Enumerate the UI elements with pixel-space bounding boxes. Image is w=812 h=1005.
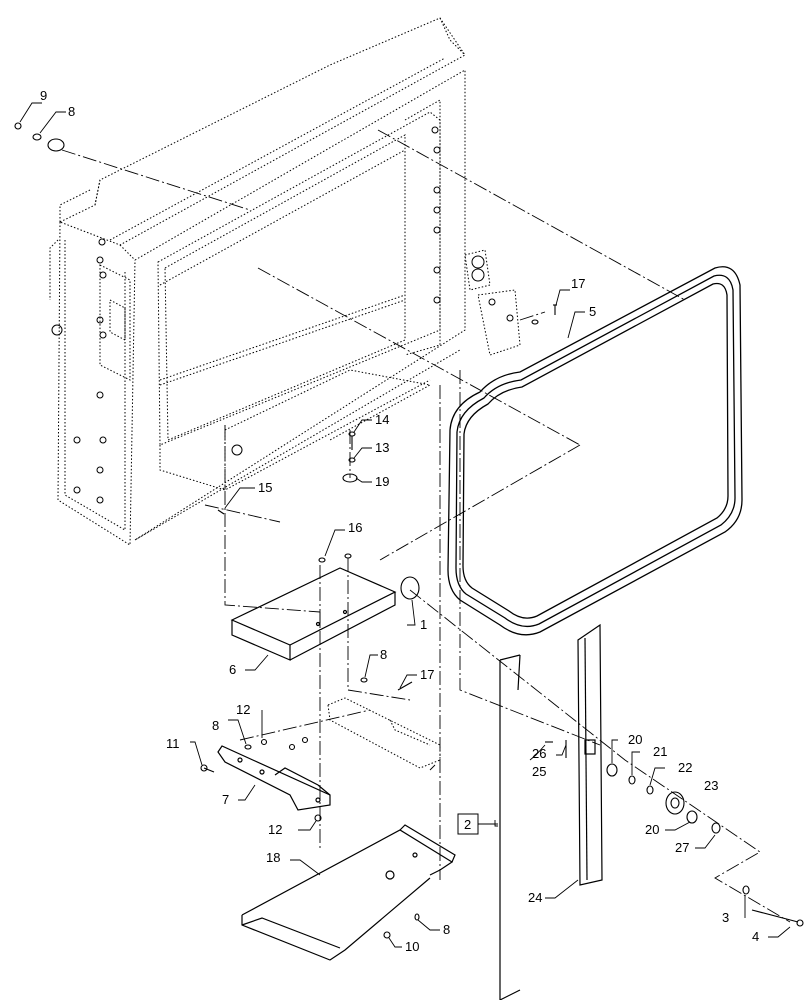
callout-4: 4 [752, 929, 759, 944]
callout-1: 1 [420, 617, 427, 632]
housing-frame [49, 17, 521, 546]
callout-5: 5 [589, 304, 596, 319]
lower-tray [241, 824, 456, 961]
callout-20: 20 [645, 822, 659, 837]
callout-16: 16 [348, 520, 362, 535]
callout-20: 20 [628, 732, 642, 747]
callout-2: 2 [464, 817, 471, 832]
callout-13: 13 [375, 440, 389, 455]
callout-3: 3 [722, 910, 729, 925]
callout-15: 15 [258, 480, 272, 495]
callout-7: 7 [222, 792, 229, 807]
callout-10: 10 [405, 939, 419, 954]
callout-21: 21 [653, 744, 667, 759]
callout-8: 8 [212, 718, 219, 733]
callout-19: 19 [375, 474, 389, 489]
angle-bracket [217, 745, 331, 811]
callout-22: 22 [678, 760, 692, 775]
callout-25: 25 [532, 764, 546, 779]
tray-bracket [230, 567, 397, 661]
panel-edge [499, 654, 521, 1001]
hardware [14, 122, 804, 939]
seal-strip [577, 623, 603, 886]
callout-17: 17 [571, 276, 585, 291]
callout-6: 6 [229, 662, 236, 677]
callout-23: 23 [704, 778, 718, 793]
callout-12: 12 [268, 822, 282, 837]
callout-8: 8 [68, 104, 75, 119]
callout-24: 24 [528, 890, 542, 905]
callout-17: 17 [420, 667, 434, 682]
callout-8: 8 [443, 922, 450, 937]
housing-bolts [51, 126, 514, 504]
callout-18: 18 [266, 850, 280, 865]
callout-11: 11 [166, 736, 180, 751]
mid-bracket [327, 697, 441, 769]
callout-26: 26 [532, 746, 546, 761]
callout-8: 8 [380, 647, 387, 662]
leader-lines [61, 129, 791, 923]
callout-14: 14 [375, 412, 389, 427]
callout-27: 27 [675, 840, 689, 855]
callout-labels: 9 8 17 5 14 13 19 15 16 1 6 8 17 12 8 11… [40, 88, 759, 954]
callout-9: 9 [40, 88, 47, 103]
seal-gasket [447, 266, 743, 636]
callout-leaders [19, 102, 791, 948]
callout-12: 12 [236, 702, 250, 717]
